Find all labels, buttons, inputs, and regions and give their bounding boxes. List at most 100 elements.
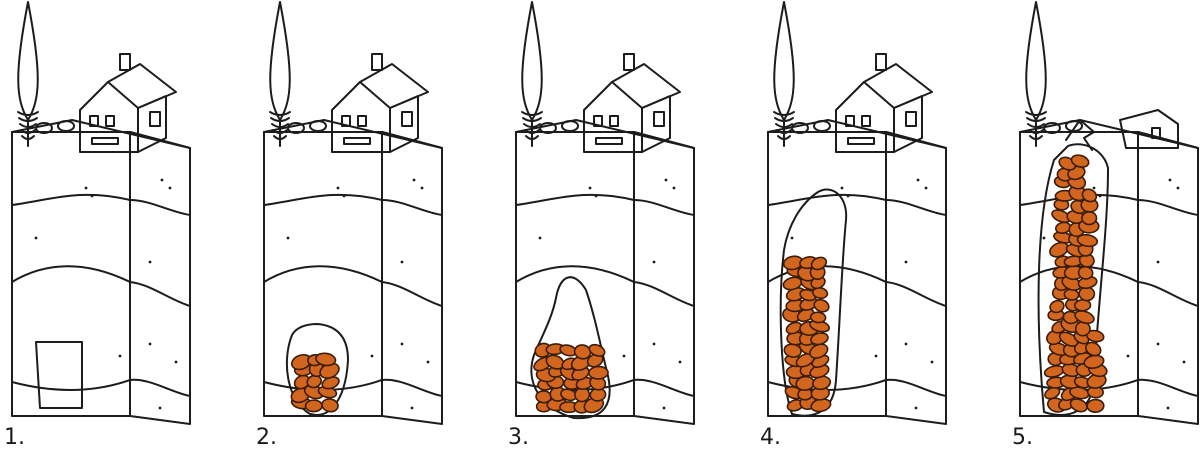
tree-icon — [522, 2, 542, 146]
speckle — [337, 187, 340, 190]
house-icon — [332, 54, 428, 152]
speckle — [169, 187, 172, 190]
speckle — [791, 237, 794, 240]
panel-illustration — [252, 0, 492, 452]
stratum-line — [12, 380, 130, 390]
speckle — [847, 195, 850, 198]
rubble-stone — [321, 398, 339, 414]
stratum-line — [634, 282, 694, 306]
stratum-line — [886, 380, 946, 396]
speckle — [149, 343, 152, 346]
speckle — [401, 343, 404, 346]
stratum-line — [1138, 380, 1198, 396]
speckle — [1043, 237, 1046, 240]
step-label: 3. — [508, 425, 529, 450]
speckle — [589, 187, 592, 190]
speckle — [931, 361, 934, 364]
tree-icon — [774, 2, 794, 146]
rubble-stone — [810, 312, 826, 324]
speckle — [85, 187, 88, 190]
speckle — [161, 179, 164, 182]
stratum-line — [768, 195, 886, 205]
speckle — [539, 237, 542, 240]
rubble-stone — [305, 400, 322, 412]
tree-icon — [18, 2, 38, 146]
stratum-line — [634, 200, 694, 215]
speckle — [371, 355, 374, 358]
speckle — [653, 261, 656, 264]
speckle — [1157, 343, 1160, 346]
stratum-line — [264, 195, 382, 205]
speckle — [1183, 361, 1186, 364]
stratum-line — [516, 266, 634, 282]
step-label: 2. — [256, 425, 277, 450]
speckle — [905, 343, 908, 346]
rubble-stone — [1082, 212, 1097, 225]
panel-illustration — [756, 0, 996, 452]
speckle — [653, 343, 656, 346]
rubble-stone — [589, 366, 609, 379]
tree-icon — [270, 2, 290, 146]
speckle — [905, 261, 908, 264]
speckle — [413, 179, 416, 182]
speckle — [1167, 407, 1170, 410]
speckle — [1099, 195, 1102, 198]
panel-illustration — [0, 0, 240, 452]
speckle — [673, 187, 676, 190]
speckle — [679, 361, 682, 364]
speckle — [427, 361, 430, 364]
speckle — [35, 237, 38, 240]
speckle — [287, 237, 290, 240]
stratum-line — [130, 380, 190, 396]
rock — [310, 121, 326, 131]
rock — [814, 121, 830, 131]
stratum-line — [12, 266, 130, 282]
speckle — [663, 407, 666, 410]
speckle — [401, 261, 404, 264]
speckle — [595, 195, 598, 198]
stratum-line — [12, 195, 130, 205]
speckle — [1157, 261, 1160, 264]
speckle — [175, 361, 178, 364]
step-label: 5. — [1012, 425, 1033, 450]
panel-4: 4. — [756, 0, 996, 452]
speckle — [411, 407, 414, 410]
speckle — [1127, 355, 1130, 358]
speckle — [119, 355, 122, 358]
speckle — [1169, 179, 1172, 182]
panel-2: 2. — [252, 0, 492, 452]
speckle — [875, 355, 878, 358]
speckle — [841, 187, 844, 190]
speckle — [1093, 187, 1096, 190]
panel-1: 1. — [0, 0, 240, 452]
speckle — [925, 187, 928, 190]
stratum-line — [634, 380, 694, 396]
speckle — [1177, 187, 1180, 190]
speckle — [623, 355, 626, 358]
speckle — [343, 195, 346, 198]
panel-3: 3. — [504, 0, 744, 452]
house-fragment — [1120, 110, 1178, 148]
rock — [562, 121, 578, 131]
void-outline — [36, 342, 82, 408]
speckle — [665, 179, 668, 182]
speckle — [421, 187, 424, 190]
panel-5: 5. — [1008, 0, 1203, 452]
panel-illustration — [504, 0, 744, 452]
house-icon — [836, 54, 932, 152]
tree-icon — [1026, 2, 1046, 146]
speckle — [915, 407, 918, 410]
stratum-line — [264, 266, 382, 282]
stratum-line — [130, 200, 190, 215]
step-label: 4. — [760, 425, 781, 450]
stratum-line — [130, 282, 190, 306]
step-label: 1. — [4, 425, 25, 450]
speckle — [159, 407, 162, 410]
stratum-line — [886, 282, 946, 306]
stratum-line — [886, 200, 946, 215]
speckle — [149, 261, 152, 264]
stratum-line — [382, 200, 442, 215]
house-icon — [80, 54, 176, 152]
stratum-line — [516, 195, 634, 205]
